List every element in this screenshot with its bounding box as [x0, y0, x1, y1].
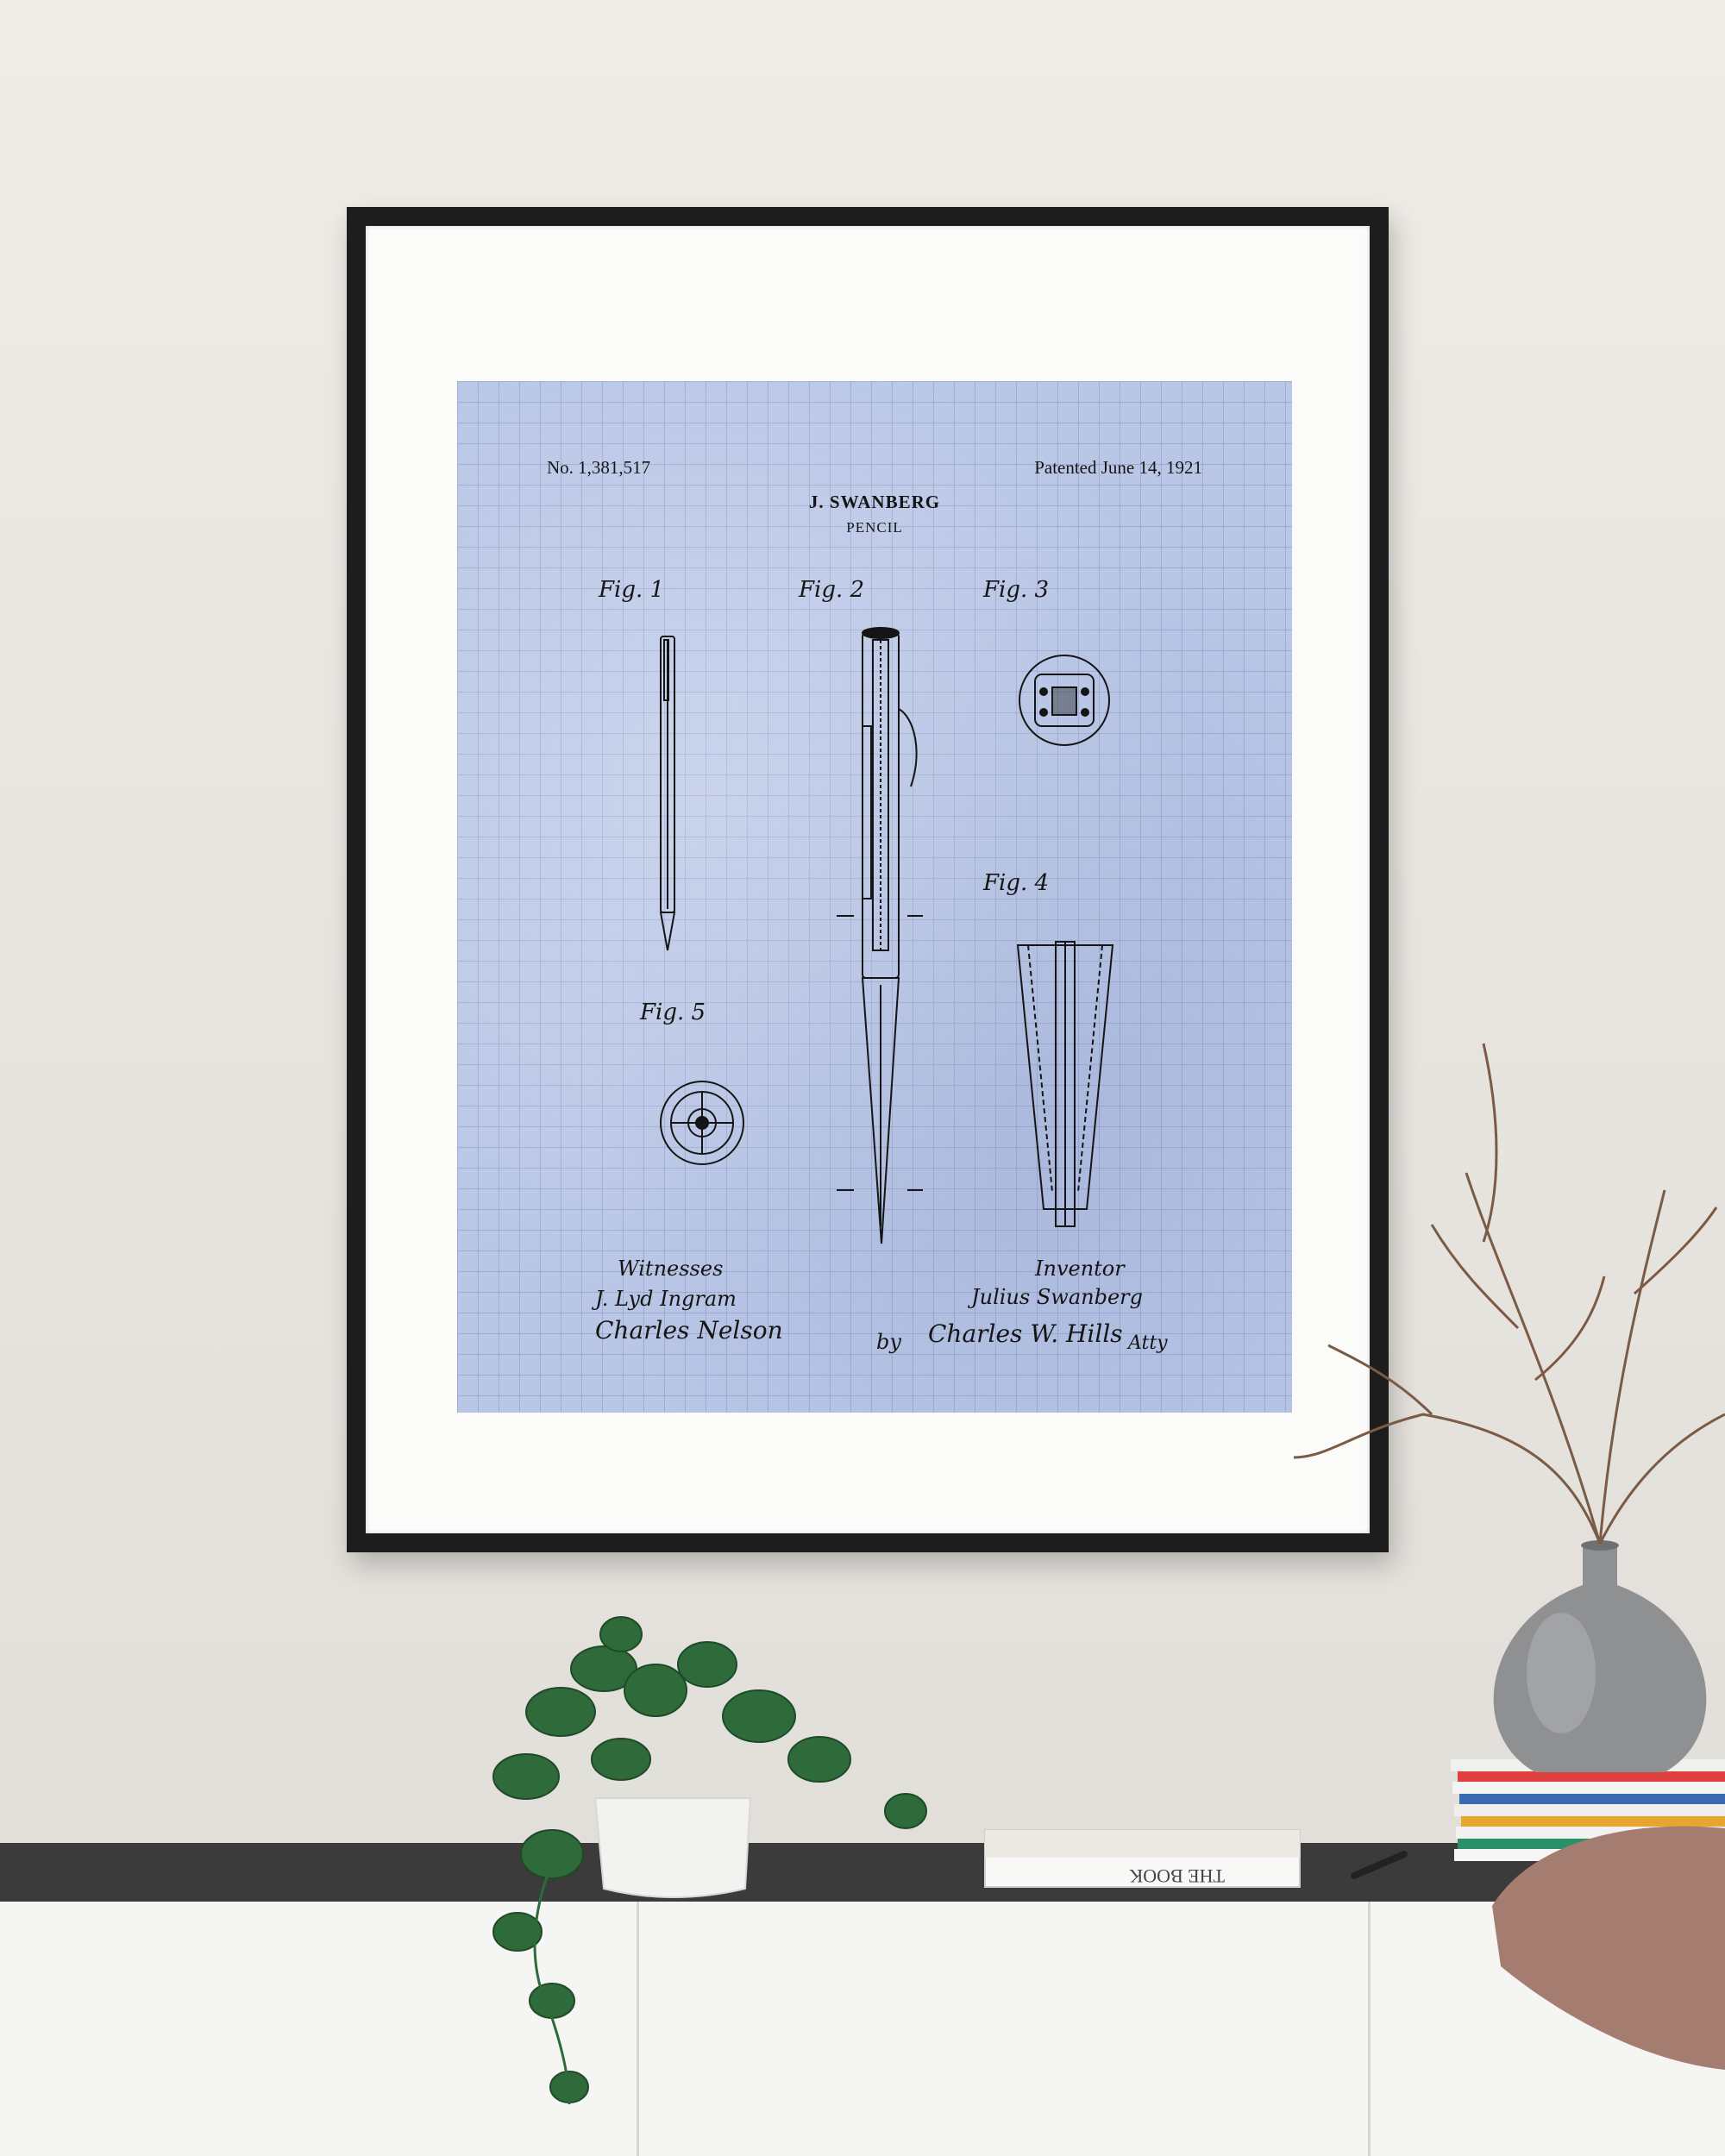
vase [1493, 1540, 1707, 1772]
book [984, 1829, 1301, 1888]
sideboard-door-seam [1368, 1902, 1371, 2156]
figure-1-label: Fig. 1 [598, 577, 664, 603]
attorney-label: Atty [1126, 1332, 1168, 1354]
patent-print: No. 1,381,517 Patented June 14, 1921 J. … [457, 381, 1292, 1413]
magazine-stack [1451, 1759, 1725, 1861]
figure-3-label: Fig. 3 [982, 577, 1049, 603]
cushion [1492, 1826, 1725, 2070]
figure-5-label: Fig. 5 [639, 1000, 706, 1025]
witness-2-signature: Charles Nelson [595, 1316, 783, 1344]
sideboard [0, 1902, 1725, 2156]
by-label: by [876, 1330, 901, 1354]
attorney-signature: Charles W. Hills [928, 1319, 1123, 1348]
sideboard-door-seam [637, 1902, 639, 2156]
patent-number: No. 1,381,517 [547, 457, 651, 478]
mat-board: No. 1,381,517 Patented June 14, 1921 J. … [366, 226, 1370, 1533]
figure-5-section [660, 1081, 744, 1165]
inventor-signature: Julius Swanberg [967, 1285, 1143, 1309]
pen [1351, 1851, 1408, 1879]
patent-date: Patented June 14, 1921 [1034, 457, 1202, 478]
witness-1-signature: J. Lyd Ingram [591, 1287, 737, 1311]
sideboard-top [0, 1843, 1725, 1902]
patent-drawing: Fig. 1 Fig. 2 Fig. 3 Fig. 4 Fig. 5 Witne… [591, 577, 1168, 1354]
figure-4-label: Fig. 4 [982, 870, 1049, 896]
inventor-name: J. SWANBERG [808, 492, 941, 512]
figure-4-section [1016, 941, 1114, 1227]
invention-title: PENCIL [846, 519, 903, 536]
figure-2-label: Fig. 2 [798, 577, 864, 603]
figure-2-pencil [837, 627, 923, 1244]
figure-3-section [1019, 655, 1110, 746]
book-title: THE BOOK [1129, 1865, 1225, 1887]
inventor-label: Inventor [1034, 1257, 1126, 1281]
potted-plant [492, 1616, 927, 2105]
witnesses-label: Witnesses [618, 1257, 723, 1281]
figure-1-pencil [659, 636, 676, 951]
picture-frame: No. 1,381,517 Patented June 14, 1921 J. … [347, 207, 1389, 1552]
dry-branches [1293, 1043, 1725, 1545]
